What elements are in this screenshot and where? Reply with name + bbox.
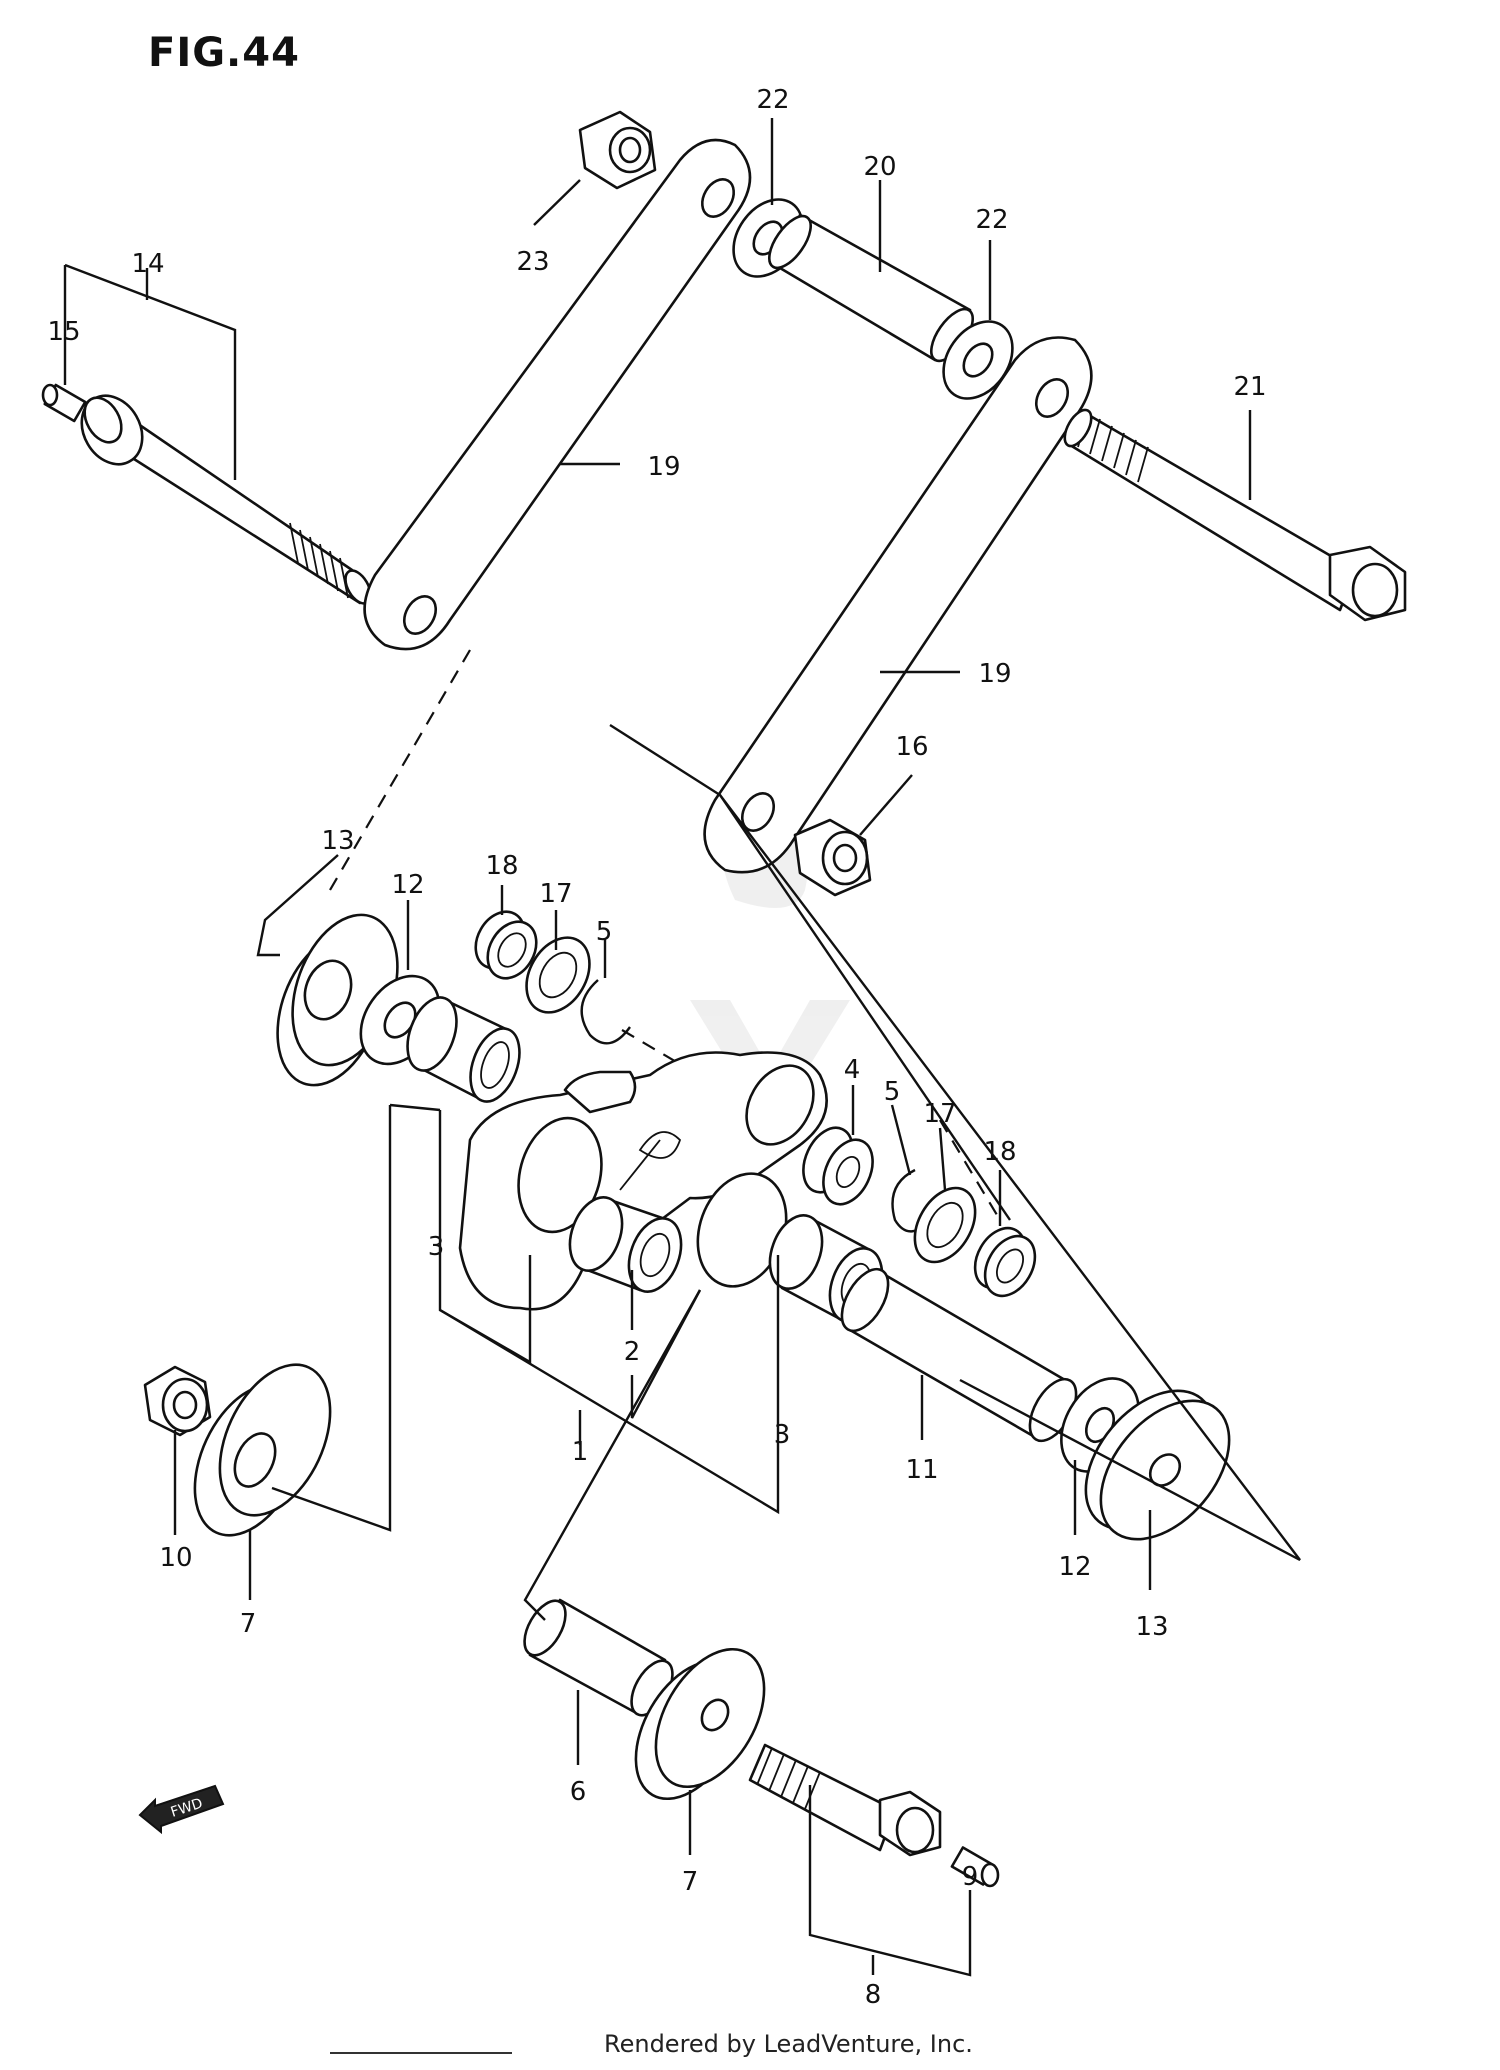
oil-seal-17-left bbox=[525, 936, 591, 1014]
assembly-line bbox=[621, 1029, 691, 1071]
callout-13-left: 13 bbox=[321, 826, 354, 856]
nut-10 bbox=[143, 1365, 212, 1437]
bolt-21 bbox=[1063, 408, 1407, 622]
bearing-3-left bbox=[406, 996, 521, 1103]
callout-10: 10 bbox=[159, 1543, 192, 1573]
callout-18-right: 18 bbox=[983, 1137, 1016, 1167]
callout-5-right: 5 bbox=[884, 1077, 901, 1107]
callout-20: 20 bbox=[863, 152, 896, 182]
washer-22-bottom bbox=[942, 320, 1014, 400]
callout-14: 14 bbox=[131, 249, 164, 279]
callout-2: 2 bbox=[624, 1337, 641, 1367]
callout-12-left: 12 bbox=[391, 870, 424, 900]
callout-1: 1 bbox=[572, 1437, 589, 1467]
oil-seal-17-right bbox=[913, 1186, 977, 1264]
callout-5-left: 5 bbox=[596, 917, 613, 947]
leader-lines bbox=[63, 118, 1301, 1977]
callout-19-left: 19 bbox=[647, 452, 680, 482]
callout-11: 11 bbox=[905, 1455, 938, 1485]
spacer-18-right bbox=[973, 1226, 1037, 1298]
callout-19-right: 19 bbox=[978, 659, 1011, 689]
link-rod-19-left bbox=[363, 138, 752, 651]
callout-15: 15 bbox=[47, 317, 80, 347]
callout-3-left: 3 bbox=[428, 1232, 445, 1262]
callout-16: 16 bbox=[895, 732, 928, 762]
bolt-14 bbox=[80, 394, 372, 605]
bolt-8 bbox=[748, 1743, 942, 1857]
grease-nipple-15 bbox=[41, 383, 87, 423]
callout-9: 9 bbox=[962, 1862, 979, 1892]
collar-6 bbox=[523, 1598, 674, 1717]
callout-13-right: 13 bbox=[1135, 1612, 1168, 1642]
bearing-2 bbox=[568, 1196, 683, 1293]
callout-7-bottom: 7 bbox=[682, 1867, 699, 1897]
cushion-lever-1 bbox=[458, 1051, 828, 1311]
circlip-5-left bbox=[580, 979, 631, 1045]
callout-8: 8 bbox=[865, 1980, 882, 2010]
callout-22-bottom: 22 bbox=[975, 205, 1008, 235]
callout-7-left: 7 bbox=[240, 1609, 257, 1639]
spacer-11 bbox=[840, 1267, 1078, 1443]
callout-22-top: 22 bbox=[756, 85, 789, 115]
callout-17-right: 17 bbox=[923, 1099, 956, 1129]
footer-divider bbox=[330, 2052, 512, 2054]
callout-17-left: 17 bbox=[539, 879, 572, 909]
grease-nipple-9 bbox=[950, 1846, 1000, 1888]
callout-3-right: 3 bbox=[774, 1420, 791, 1450]
dust-seal-7-left bbox=[193, 1363, 332, 1537]
spacer-18-left bbox=[474, 910, 538, 980]
bearing-4 bbox=[802, 1126, 874, 1206]
figure-title: FIG.44 bbox=[148, 30, 300, 76]
nut-23 bbox=[578, 110, 657, 190]
footer-credit: Rendered by LeadVenture, Inc. bbox=[604, 2030, 973, 2058]
link-rod-19-right bbox=[703, 336, 1093, 874]
callout-numbers: 14 15 23 22 20 22 21 19 19 16 13 12 18 1… bbox=[47, 85, 1266, 2010]
dust-seal-13-left bbox=[276, 913, 399, 1087]
callout-6: 6 bbox=[570, 1777, 587, 1807]
callout-23: 23 bbox=[516, 247, 549, 277]
callout-12-right: 12 bbox=[1058, 1552, 1091, 1582]
callout-4: 4 bbox=[844, 1055, 861, 1085]
callout-21: 21 bbox=[1233, 372, 1266, 402]
forward-arrow-icon: FWD bbox=[138, 1784, 225, 1835]
callout-18-left: 18 bbox=[485, 851, 518, 881]
nut-16 bbox=[793, 818, 872, 897]
dust-seal-7-bottom bbox=[634, 1647, 766, 1801]
spacer-20 bbox=[768, 213, 974, 363]
